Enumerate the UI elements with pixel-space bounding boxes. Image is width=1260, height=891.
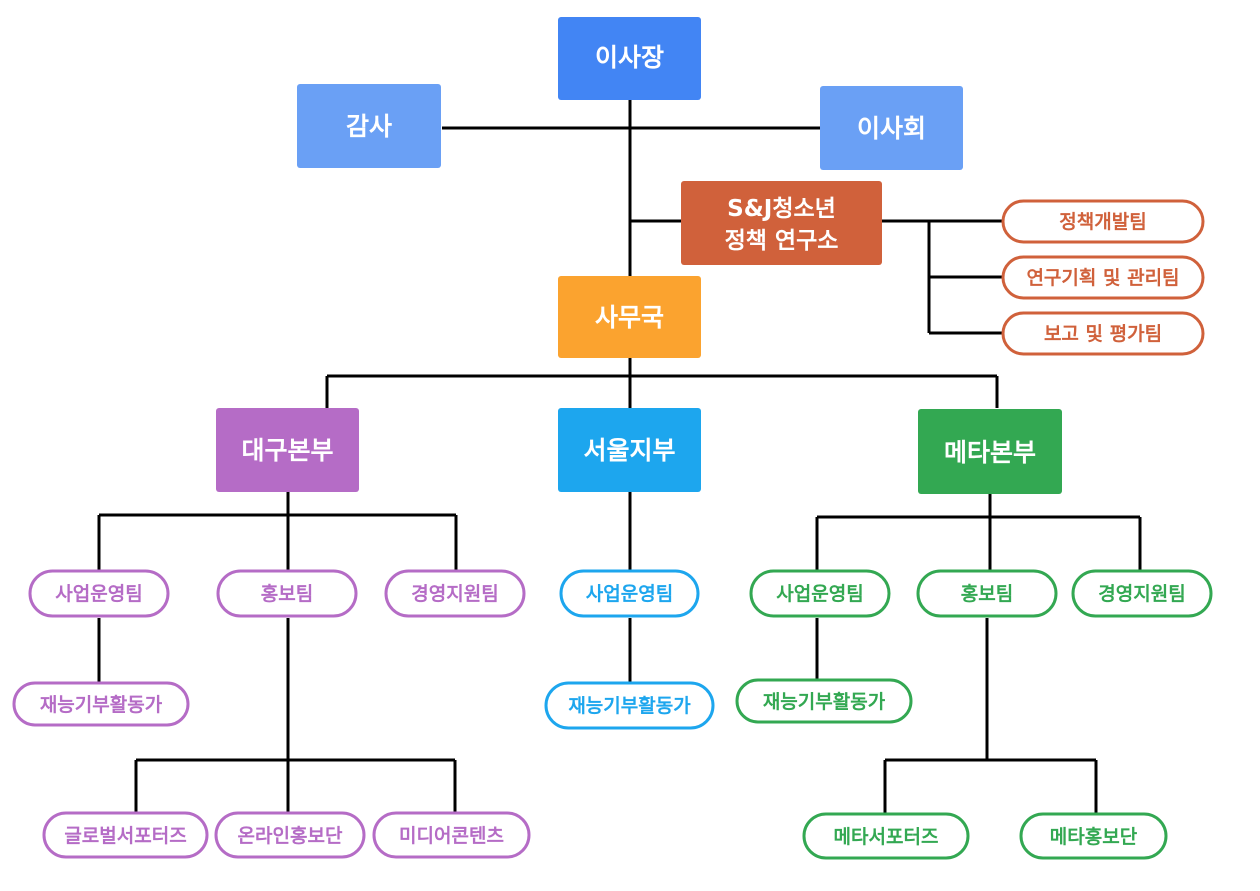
node-daegu-mgmt-team-label: 경영지원팀	[411, 583, 498, 605]
node-meta-hq-label: 메타본부	[944, 438, 1036, 467]
node-daegu-biz-team-label: 사업운영팀	[55, 583, 142, 605]
node-institute: S&J청소년 정책 연구소	[681, 181, 882, 265]
node-institute-label-line1: S&J청소년	[727, 196, 836, 222]
node-meta-pr-team: 홍보팀	[916, 569, 1058, 618]
node-audit-label: 감사	[346, 112, 392, 141]
node-audit: 감사	[297, 84, 441, 168]
node-daegu-talent: 재능기부활동가	[12, 681, 190, 727]
node-seoul-branch-label: 서울지부	[583, 436, 675, 465]
node-daegu-global-label: 글로벌서포터즈	[64, 825, 186, 847]
node-meta-pr-team-label: 홍보팀	[961, 582, 1013, 605]
node-meta-talent-label: 재능기부활동가	[763, 691, 886, 713]
node-policy-dev-team-label: 정책개발팀	[1059, 211, 1146, 233]
node-meta-mgmt-team: 경영지원팀	[1071, 569, 1213, 618]
node-chairman-label: 이사장	[595, 43, 664, 72]
node-institute-label-line2: 정책 연구소	[725, 228, 839, 254]
node-seoul-biz-team-label: 사업운영팀	[586, 583, 673, 605]
node-meta-supporters-label: 메타서포터즈	[834, 826, 939, 848]
node-meta-supporters: 메타서포터즈	[802, 812, 970, 860]
node-daegu-pr-team: 홍보팀	[216, 569, 358, 618]
node-seoul-branch: 서울지부	[558, 408, 701, 492]
node-secretariat-label: 사무국	[595, 303, 664, 332]
node-daegu-mgmt-team: 경영지원팀	[384, 569, 526, 618]
node-daegu-media-label: 미디어콘텐츠	[399, 825, 504, 847]
node-meta-pr-group: 메타홍보단	[1019, 812, 1168, 860]
node-meta-pr-group-label: 메타홍보단	[1050, 825, 1138, 848]
node-daegu-pr-team-label: 홍보팀	[261, 582, 313, 605]
node-secretariat: 사무국	[558, 276, 701, 358]
node-meta-mgmt-team-label: 경영지원팀	[1098, 583, 1185, 605]
node-policy-dev-team: 정책개발팀	[1001, 199, 1205, 244]
node-daegu-online: 온라인홍보단	[214, 811, 366, 859]
node-seoul-talent: 재능기부활동가	[544, 681, 715, 730]
node-research-team: 연구기획 및 관리팀	[1001, 255, 1205, 300]
node-daegu-hq-label: 대구본부	[241, 436, 333, 465]
node-report-team-label: 보고 및 평가팀	[1044, 323, 1162, 345]
node-daegu-global: 글로벌서포터즈	[42, 811, 209, 859]
node-daegu-talent-label: 재능기부활동가	[40, 694, 163, 716]
node-daegu-hq: 대구본부	[216, 408, 359, 492]
node-daegu-online-label: 온라인홍보단	[238, 824, 343, 847]
node-meta-talent: 재능기부활동가	[735, 678, 913, 724]
node-research-team-label: 연구기획 및 관리팀	[1026, 267, 1179, 289]
node-board: 이사회	[820, 86, 963, 170]
node-meta-biz-team-label: 사업운영팀	[776, 583, 863, 605]
node-report-team: 보고 및 평가팀	[1001, 311, 1205, 356]
node-meta-hq: 메타본부	[918, 409, 1062, 494]
node-daegu-biz-team: 사업운영팀	[28, 569, 170, 618]
node-meta-biz-team: 사업운영팀	[749, 569, 891, 618]
node-chairman: 이사장	[558, 17, 701, 100]
node-seoul-talent-label: 재능기부활동가	[568, 695, 691, 717]
node-seoul-biz-team: 사업운영팀	[559, 569, 700, 618]
connector-lines	[97, 100, 1142, 814]
node-board-label: 이사회	[857, 114, 926, 143]
node-daegu-media: 미디어콘텐츠	[372, 811, 531, 859]
